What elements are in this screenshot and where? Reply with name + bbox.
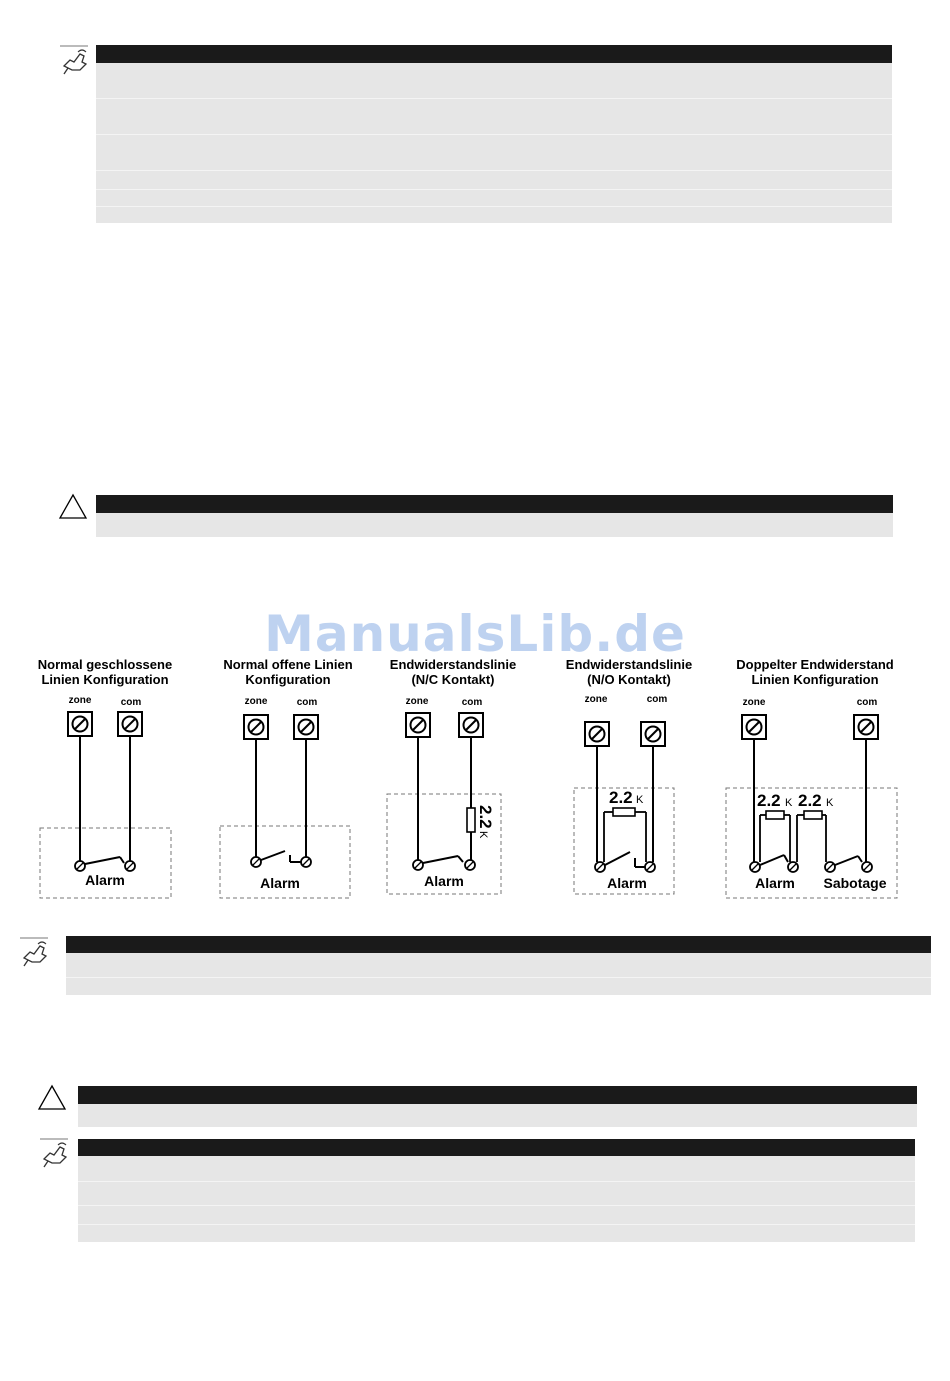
com-terminal-icon [117, 711, 143, 737]
contact-node-icon [861, 861, 873, 873]
contact-node-icon [824, 861, 836, 873]
resistor-unit-label: K [477, 831, 489, 839]
warning-body-block [78, 1104, 917, 1127]
com-terminal-icon [853, 714, 879, 740]
diagram-title-double-eol: Doppelter Endwiderstand Linien Konfigura… [736, 657, 894, 687]
resistor-icon [803, 810, 823, 820]
zone-label: zone [245, 696, 268, 707]
alarm-label: Alarm [424, 873, 464, 889]
alarm-label: Alarm [85, 872, 125, 888]
diagram-eol-no: zone com 2.2 K Alarm [573, 694, 675, 895]
note-body-block [78, 1156, 915, 1242]
contact-node-icon [644, 861, 656, 873]
note-hand-icon [38, 1137, 72, 1169]
zone-terminal-icon [584, 721, 610, 747]
contact-node-icon [74, 860, 86, 872]
com-label: com [297, 697, 318, 708]
com-terminal-icon [458, 712, 484, 738]
alarm-label: Alarm [607, 875, 647, 891]
note-header-bar [78, 1139, 915, 1156]
contact-node-icon [250, 856, 262, 868]
resistor-icon [612, 807, 636, 817]
contact-node-icon [749, 861, 761, 873]
contact-node-icon [594, 861, 606, 873]
zone-label: zone [406, 696, 429, 707]
com-label: com [647, 694, 668, 705]
zone-label: zone [69, 695, 92, 706]
warning-triangle-icon [37, 1084, 67, 1117]
resistor-icon [765, 810, 785, 820]
resistor-value-label: 2.2 [609, 788, 633, 807]
contact-node-icon [412, 859, 424, 871]
note-body-block [66, 953, 931, 995]
zone-terminal-icon [405, 712, 431, 738]
wiring-diagrams: zone com Alarm zone com Alarm zone com [39, 694, 898, 899]
com-terminal-icon [640, 721, 666, 747]
diagram-double-eol: zone com 2.2 K 2.2 K Alarm Sabotage [725, 697, 898, 899]
resistor-unit-label: K [826, 797, 834, 809]
warning-triangle-icon [58, 493, 88, 526]
resistor-value-label: 2.2 [757, 791, 781, 810]
contact-node-icon [124, 860, 136, 872]
diagram-nc: zone com Alarm [39, 695, 172, 899]
zone-terminal-icon [67, 711, 93, 737]
warning-header-bar [96, 495, 893, 513]
com-terminal-icon [293, 714, 319, 740]
alarm-label: Alarm [755, 875, 795, 891]
warning-header-bar [78, 1086, 917, 1104]
com-label: com [857, 697, 878, 708]
alarm-label: Alarm [260, 875, 300, 891]
diagram-title-eol-no: Endwiderstandslinie (N/O Kontakt) [565, 657, 693, 687]
resistor-unit-label: K [636, 794, 644, 806]
diagram-title-nc: Normal geschlossene Linien Konfiguration [37, 657, 173, 687]
diagram-title-no: Normal offene Linien Konfiguration [223, 657, 353, 687]
diagram-eol-nc: zone com 2.2 K Alarm [386, 696, 502, 895]
diagram-title-eol-nc: Endwiderstandslinie (N/C Kontakt) [389, 657, 517, 687]
note-body-block [96, 63, 892, 223]
resistor-unit-label: K [785, 797, 793, 809]
com-label: com [121, 697, 142, 708]
contact-node-icon [300, 856, 312, 868]
contact-node-icon [787, 861, 799, 873]
resistor-value-label: 2.2 [476, 805, 495, 829]
resistor-icon [466, 807, 476, 833]
sabotage-label: Sabotage [823, 875, 886, 891]
zone-terminal-icon [243, 714, 269, 740]
zone-label: zone [743, 697, 766, 708]
note-header-bar [66, 936, 931, 953]
zone-terminal-icon [741, 714, 767, 740]
zone-label: zone [585, 694, 608, 705]
note-hand-icon [58, 44, 92, 76]
diagram-no: zone com Alarm [219, 696, 351, 899]
contact-node-icon [464, 859, 476, 871]
com-label: com [462, 697, 483, 708]
note-hand-icon [18, 936, 52, 968]
note-header-bar [96, 45, 892, 63]
warning-body-block [96, 513, 893, 537]
resistor-value-label: 2.2 [798, 791, 822, 810]
watermark: ManualsLib.de [264, 605, 686, 663]
